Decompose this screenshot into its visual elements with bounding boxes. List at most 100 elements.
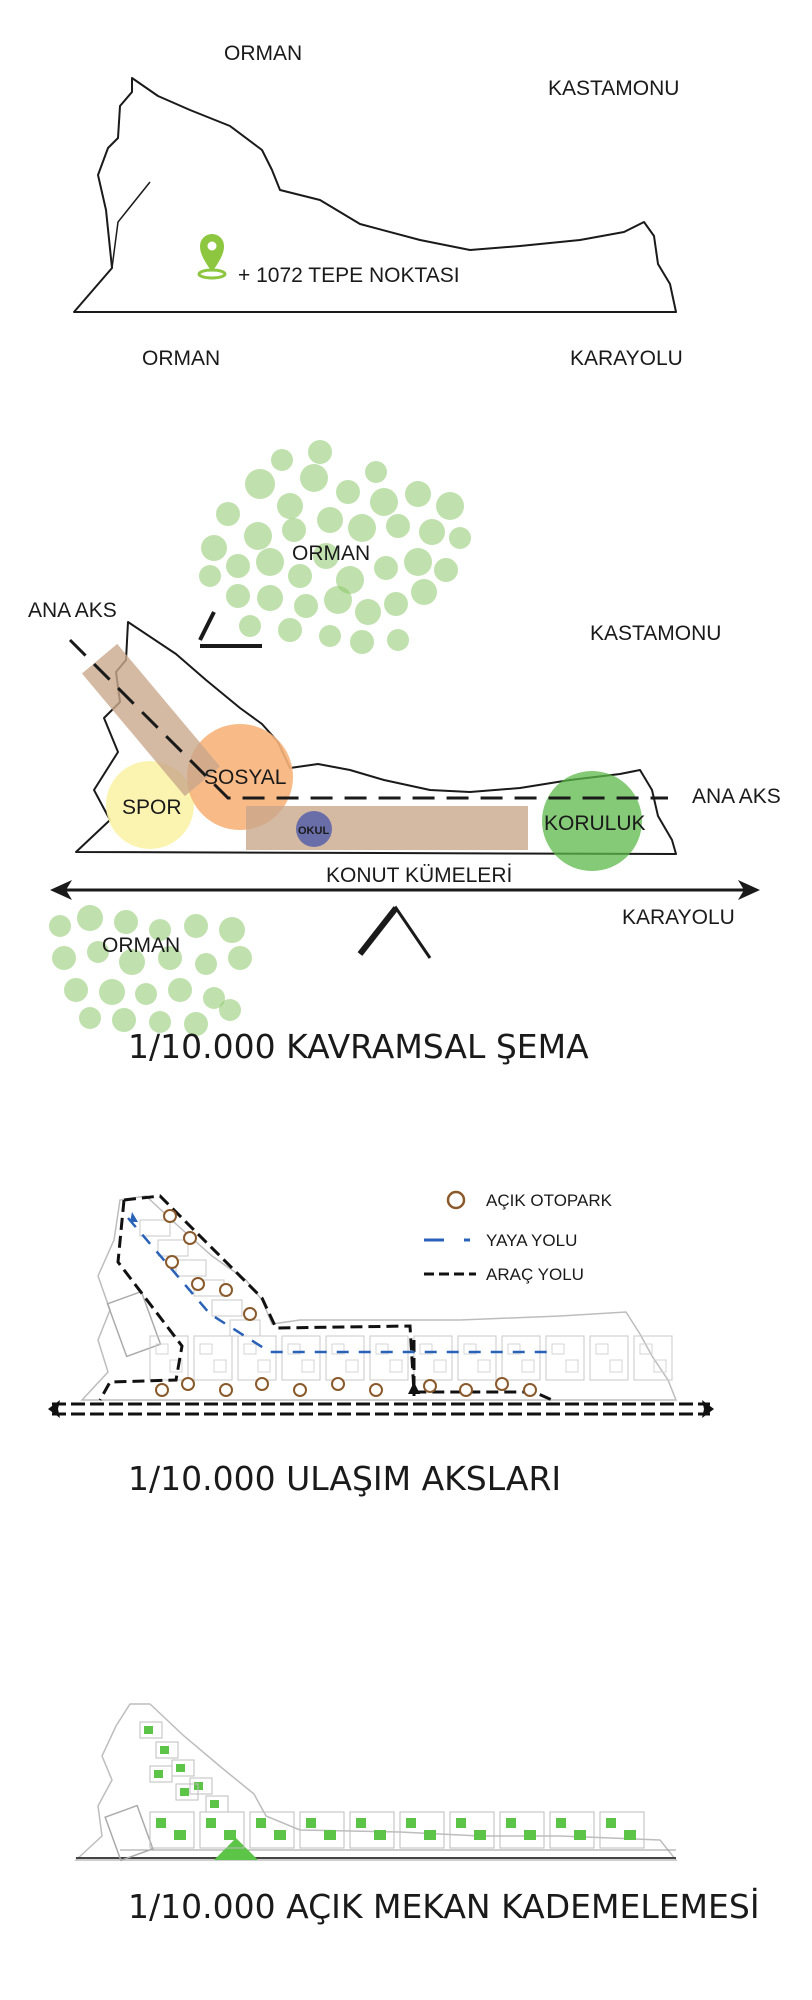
- building-footprint: [213, 1359, 227, 1373]
- residential-block: [633, 1335, 673, 1381]
- sport-zone: [106, 761, 194, 849]
- open-space-site-outline: [74, 1703, 678, 1861]
- tree-canopy: [203, 987, 225, 1009]
- open-parking-marker: [369, 1383, 383, 1397]
- green-patch: [524, 1830, 536, 1840]
- tree-canopy: [282, 518, 306, 542]
- concept-forest-label-top: ORMAN: [292, 542, 370, 565]
- open-space-block-pattern: [139, 1721, 645, 1849]
- green-patch: [160, 1746, 169, 1754]
- tree-canopy: [244, 522, 272, 550]
- open-parking-marker: [423, 1379, 437, 1393]
- road-entry-arrow-icon: [408, 1382, 420, 1394]
- tree-canopy: [271, 449, 293, 471]
- tree-canopy: [374, 556, 398, 580]
- residential-block: [175, 1259, 207, 1277]
- tree-canopy: [87, 941, 109, 963]
- residential-block: [175, 1783, 199, 1801]
- tree-canopy: [419, 519, 445, 545]
- grove-zone-label: KORULUK: [544, 812, 646, 835]
- tree-canopy: [226, 584, 250, 608]
- concept-city-label: KASTAMONU: [590, 622, 721, 645]
- green-patch: [154, 1770, 163, 1778]
- tree-canopy: [365, 461, 387, 483]
- forest-edge-marker: [198, 611, 262, 648]
- residential-block: [211, 1299, 243, 1317]
- open-parking-legend-icon: [446, 1190, 466, 1210]
- open-parking-marker: [523, 1383, 537, 1397]
- residential-block-pattern: [139, 1219, 673, 1381]
- residential-block: [549, 1811, 595, 1849]
- tree-canopy: [370, 488, 398, 516]
- arrow-left-icon: [50, 880, 72, 900]
- open-parking-marker: [181, 1377, 195, 1391]
- building-footprint: [199, 1343, 213, 1355]
- tree-canopy: [168, 978, 192, 1002]
- forest-tree-cluster-top: [199, 440, 471, 654]
- building-footprint: [551, 1343, 565, 1355]
- school-zone-label: OKUL: [298, 825, 329, 837]
- green-patch: [156, 1818, 166, 1828]
- residential-block: [139, 1721, 163, 1739]
- tree-canopy: [308, 440, 332, 464]
- residential-block: [149, 1335, 189, 1381]
- tree-canopy: [228, 946, 252, 970]
- tree-canopy: [99, 979, 125, 1005]
- forest-label-top: ORMAN: [224, 42, 302, 65]
- location-pin-icon: [197, 234, 227, 280]
- peak-elevation-label: + 1072 TEPE NOKTASI: [238, 264, 460, 287]
- school-zone: [296, 811, 332, 847]
- building-footprint: [653, 1359, 667, 1373]
- social-zone: [187, 724, 293, 830]
- building-footprint: [155, 1343, 169, 1355]
- legend-vehicle-label: ARAÇ YOLU: [486, 1265, 584, 1284]
- green-patch: [406, 1818, 416, 1828]
- residential-block: [205, 1795, 229, 1813]
- tree-canopy: [219, 999, 241, 1021]
- residential-block: [299, 1811, 345, 1849]
- residential-block: [449, 1811, 495, 1849]
- open-parking-marker: [155, 1383, 169, 1397]
- residential-block: [157, 1239, 189, 1257]
- green-patch: [624, 1830, 636, 1840]
- building-footprint: [521, 1359, 535, 1373]
- building-footprint: [243, 1343, 257, 1355]
- building-footprint: [331, 1343, 345, 1355]
- green-patch: [224, 1830, 236, 1840]
- residential-block: [457, 1335, 497, 1381]
- sport-zone-label: SPOR: [122, 796, 182, 819]
- tree-canopy: [135, 983, 157, 1005]
- tree-canopy: [277, 493, 303, 519]
- highway-label: KARAYOLU: [570, 347, 683, 370]
- green-patch: [606, 1818, 616, 1828]
- open-parking-marker: [255, 1377, 269, 1391]
- green-patch: [210, 1800, 219, 1808]
- building-footprint: [389, 1359, 403, 1373]
- forest-label-bottom: ORMAN: [142, 347, 220, 370]
- tree-canopy: [387, 629, 409, 651]
- forest-tree-cluster-bottom: [49, 905, 252, 1036]
- residential-block: [413, 1335, 453, 1381]
- tree-canopy: [184, 1012, 208, 1036]
- sports-field: [106, 1290, 162, 1358]
- residential-block: [193, 1335, 233, 1381]
- tree-canopy: [149, 1011, 171, 1033]
- tree-canopy: [149, 919, 171, 941]
- tree-canopy: [411, 579, 437, 605]
- tree-canopy: [278, 618, 302, 642]
- green-patch: [356, 1818, 366, 1828]
- residential-block: [149, 1811, 195, 1849]
- tree-canopy: [256, 548, 284, 576]
- concept-scheme-title: 1/10.000 KAVRAMSAL ŞEMA: [128, 1027, 589, 1066]
- transport-axes-plan: AÇIK OTOPARK YAYA YOLU ARAÇ YOLU 1/10.00…: [48, 1190, 714, 1498]
- residential-block: [249, 1811, 295, 1849]
- open-parking-marker: [243, 1307, 257, 1321]
- green-patch: [306, 1818, 316, 1828]
- green-patch: [506, 1818, 516, 1828]
- green-patch: [374, 1830, 386, 1840]
- residential-block: [189, 1777, 213, 1795]
- open-parking-marker: [293, 1383, 307, 1397]
- green-patch: [274, 1830, 286, 1840]
- view-angle-marker-thick: [357, 906, 399, 956]
- green-patch: [324, 1830, 336, 1840]
